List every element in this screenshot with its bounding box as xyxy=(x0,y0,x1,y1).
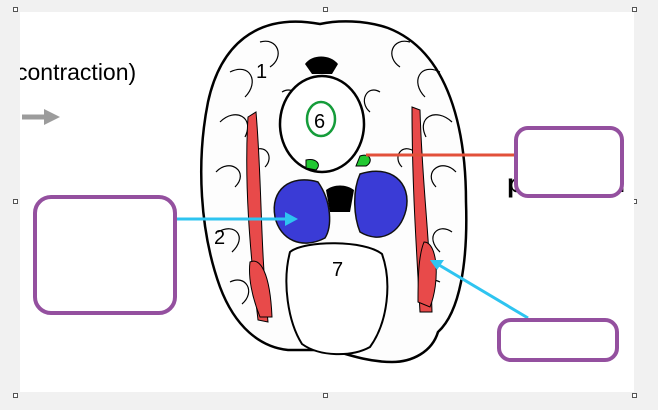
slide-canvas: contraction) xyxy=(20,12,634,392)
resize-handle-top-center[interactable] xyxy=(323,7,328,12)
blue-region-left xyxy=(273,179,331,244)
lower-region xyxy=(285,242,389,356)
structure-number-6: 6 xyxy=(314,111,325,133)
red-patch-left xyxy=(249,260,273,318)
resize-handle-top-right[interactable] xyxy=(632,7,637,12)
cyan-pointer-left-head xyxy=(285,212,298,226)
blue-region-right xyxy=(354,170,408,238)
resize-handle-middle-left[interactable] xyxy=(13,199,18,204)
resize-handle-bottom-right[interactable] xyxy=(632,393,637,398)
grey-arrow xyxy=(22,109,60,125)
brain-diagram: 1 2 6 7 xyxy=(177,20,529,364)
structure-number-1: 1 xyxy=(256,61,267,83)
dark-notch xyxy=(305,56,338,74)
label-box-right-top[interactable] xyxy=(514,126,624,198)
structure-number-2: 2 xyxy=(214,227,225,249)
resize-handle-top-left[interactable] xyxy=(13,7,18,12)
resize-handle-bottom-center[interactable] xyxy=(323,393,328,398)
label-box-right-bottom[interactable] xyxy=(497,318,619,362)
structure-6-outline xyxy=(305,100,337,138)
structure-number-7: 7 xyxy=(332,259,343,281)
green-node-right xyxy=(355,154,371,167)
cyan-pointer-right xyxy=(433,260,529,320)
central-dark xyxy=(326,185,354,212)
cyan-pointer-right-head xyxy=(430,260,444,270)
contraction-text: contraction) xyxy=(20,59,137,85)
green-node-left xyxy=(305,159,319,171)
label-box-left[interactable] xyxy=(33,195,177,315)
resize-handle-bottom-left[interactable] xyxy=(13,393,18,398)
central-oval xyxy=(278,74,366,174)
red-patch-right xyxy=(417,241,437,308)
